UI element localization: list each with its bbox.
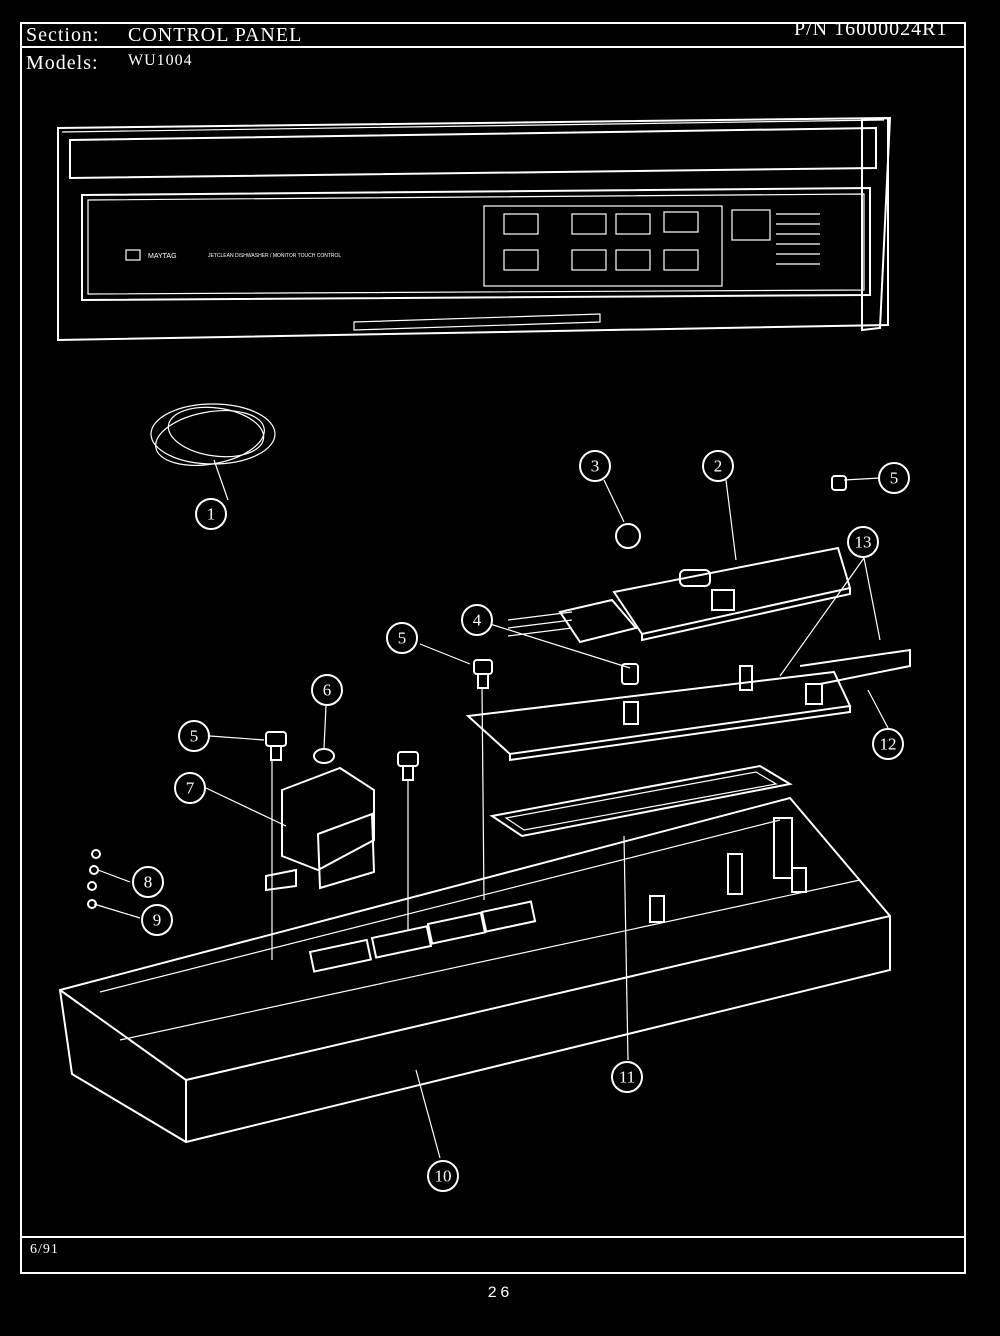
diagram-frame [20, 22, 966, 1274]
callout-10: 10 [427, 1160, 459, 1192]
section-label: Section: [26, 24, 100, 46]
svg-text:8: 8 [144, 873, 153, 892]
gasket [489, 764, 793, 838]
svg-text:4: 4 [473, 611, 482, 630]
clips [87, 849, 101, 909]
callout-11: 11 [611, 1061, 643, 1093]
callout-12: 12 [872, 728, 904, 760]
callout-6: 6 [311, 674, 343, 706]
callout-5-top-right: 5 [878, 462, 910, 494]
wire-harness [150, 403, 276, 466]
svg-text:11: 11 [619, 1068, 635, 1087]
panel-brand: MAYTAG [148, 253, 177, 260]
screw-top-right [831, 475, 847, 491]
screws [265, 659, 493, 781]
models-label: Models: [26, 52, 99, 74]
header-rule [20, 46, 966, 48]
svg-text:12: 12 [880, 735, 897, 754]
nut [615, 523, 641, 549]
part-number: P/N 16000024R1 [794, 18, 948, 40]
control-board [507, 546, 852, 644]
control-housing [58, 796, 891, 1144]
callout-13: 13 [847, 526, 879, 558]
svg-text:9: 9 [153, 911, 162, 930]
callout-3: 3 [579, 450, 611, 482]
svg-text:7: 7 [186, 779, 195, 798]
assembled-control-panel: MAYTAG JETCLEAN DISHWASHER / MONITOR TOU… [57, 116, 892, 342]
page-number: 26 [487, 1284, 513, 1302]
panel-subtitle: JETCLEAN DISHWASHER / MONITOR TOUCH CONT… [208, 253, 341, 259]
svg-text:6: 6 [323, 681, 332, 700]
svg-text:2: 2 [714, 457, 723, 476]
section-value: CONTROL PANEL [128, 24, 303, 46]
bracket [465, 648, 911, 762]
callout-4: 4 [461, 604, 493, 636]
callout-9: 9 [141, 904, 173, 936]
svg-text:5: 5 [890, 469, 899, 488]
date-code: 6/91 [30, 1242, 59, 1257]
models-value: WU1004 [128, 52, 193, 69]
callout-7: 7 [174, 772, 206, 804]
svg-text:5: 5 [190, 727, 199, 746]
transformer [265, 748, 376, 892]
svg-text:10: 10 [435, 1167, 452, 1186]
spacer [621, 663, 639, 725]
svg-text:3: 3 [591, 457, 600, 476]
svg-text:1: 1 [207, 505, 216, 524]
callout-1: 1 [195, 498, 227, 530]
leader-lines [93, 459, 889, 1159]
svg-text:5: 5 [398, 629, 407, 648]
callout-5-center: 5 [386, 622, 418, 654]
callout-5-left: 5 [178, 720, 210, 752]
svg-text:13: 13 [855, 533, 872, 552]
callout-2: 2 [702, 450, 734, 482]
callout-8: 8 [132, 866, 164, 898]
footer-rule [20, 1236, 966, 1238]
